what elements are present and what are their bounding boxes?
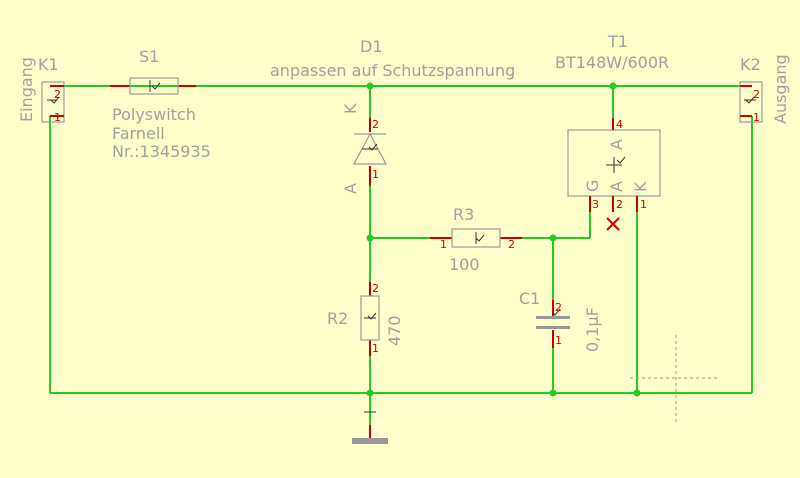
check-mark-icon [475,234,485,242]
k2-label: Ausgang [771,54,790,124]
check-mark-icon [551,308,561,316]
k1-label: Eingang [17,57,36,122]
check-mark-icon [368,143,378,151]
junction-dot [366,234,374,242]
component-r2[interactable]: 2 1 R2 470 [327,282,404,356]
k1-pin2-label: 2 [54,88,61,101]
junction-dot [633,389,641,397]
r3-value: 100 [449,255,480,274]
s1-line1: Polyswitch [112,105,196,124]
d1-name: D1 [360,37,383,56]
d1-a-label: A [341,183,360,194]
k2-pin2-label: 2 [753,88,760,101]
junction-dot [549,389,557,397]
t1-a-label: A [607,139,626,150]
k2-pin1-label: 1 [753,111,760,124]
r3-body [451,228,501,248]
component-s1[interactable]: S1 Polyswitch Farnell Nr.:1345935 [110,47,211,161]
component-t1[interactable]: T1 BT148W/600R 4 3 2 1 A G A K [555,32,669,231]
k1-body [41,81,65,123]
r2-pin2-label: 2 [372,282,379,295]
ground-bar [352,438,388,444]
d1-k-label: K [341,103,360,114]
d1-pin2-label: 2 [372,118,379,131]
c1-pin1-label: 1 [555,334,562,347]
c1-plate-bottom [536,326,570,329]
k2-body [739,81,763,123]
junction-dot [609,82,617,90]
r3-pin2-label: 2 [508,238,515,251]
t1-pin3-label: 3 [592,198,599,211]
check-mark-icon [50,96,60,104]
t1-pin2-label: 2 [616,198,623,211]
s1-line3: Nr.:1345935 [112,142,211,161]
s1-name: S1 [139,47,159,66]
component-d1[interactable]: D1 anpassen auf Schutzspannung 2 1 K A [270,37,515,194]
check-mark-icon [151,82,161,90]
junction-dot [366,389,374,397]
c1-name: C1 [519,289,540,308]
check-mark-icon [745,96,755,104]
r3-name: R3 [453,205,474,224]
junction-dot [549,234,557,242]
t1-name: T1 [607,32,628,51]
r3-pin1-label: 1 [440,238,447,251]
t1-k-label: K [631,181,650,192]
k2-name: K2 [740,55,761,74]
junction-dot [366,82,374,90]
t1-nc-cross-icon [606,217,620,231]
connector-k2[interactable]: 2 1 K2 Ausgang [739,54,790,124]
r2-value: 470 [385,315,404,346]
d1-pin1-label: 1 [372,168,379,181]
t1-pin1-label: 1 [640,198,647,211]
s1-line2: Farnell [112,124,165,143]
k1-pin1-label: 1 [54,111,61,124]
r2-body [360,295,380,341]
t1-value: BT148W/600R [555,53,669,72]
connector-k1[interactable]: 2 1 K1 Eingang [17,55,65,124]
check-mark-icon [616,156,626,164]
check-mark-icon [367,312,377,320]
component-r3[interactable]: 1 2 R3 100 [430,205,522,274]
r2-pin1-label: 1 [372,342,379,355]
junctions [366,82,641,397]
t1-g-label: G [583,180,602,192]
component-c1[interactable]: 2 1 C1 0,1µF [519,289,602,352]
t1-a2-label: A [607,181,626,192]
k1-name: K1 [38,55,59,74]
c1-pin2-label: 2 [555,301,562,314]
crosshair-cursor-icon [630,335,720,422]
d1-value: anpassen auf Schutzspannung [270,61,515,80]
c1-plate-top [536,316,570,319]
s1-body [129,77,179,95]
r2-name: R2 [327,309,348,328]
c1-value: 0,1µF [583,307,602,352]
t1-pin4-label: 4 [616,118,623,131]
ground-symbol-icon [352,411,388,444]
